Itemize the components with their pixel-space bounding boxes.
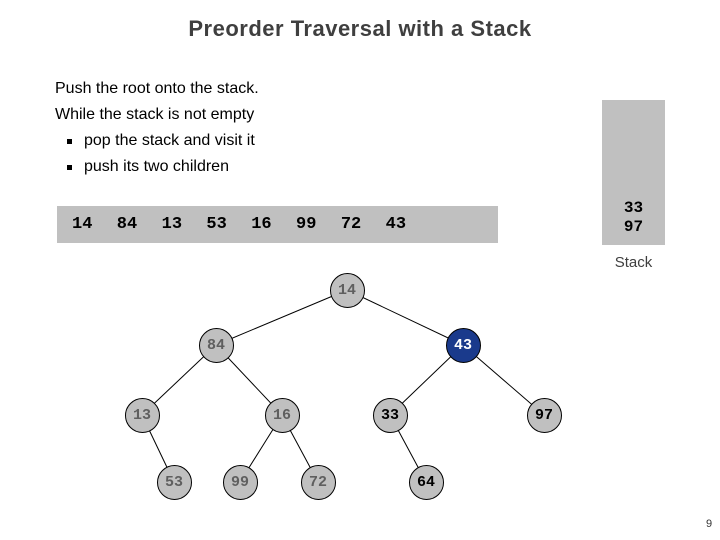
- tree-node-97: 97: [526, 397, 562, 433]
- stack-label: Stack: [614, 254, 653, 271]
- algorithm-bullet-row: push its two children: [55, 154, 259, 180]
- tree-node-16: 16: [264, 397, 300, 433]
- algorithm-line-1: Push the root onto the stack.: [55, 80, 259, 97]
- visit-sequence-text: 14 84 13 53 16 99 72 43: [72, 215, 407, 234]
- algorithm-bullet-row: pop the stack and visit it: [55, 128, 259, 154]
- bullet-square-icon: [67, 138, 72, 144]
- stack-item: 97: [623, 218, 644, 236]
- tree-node-99: 99: [222, 464, 258, 500]
- tree-node-72: 72: [300, 464, 336, 500]
- tree-edge: [346, 289, 464, 346]
- tree-node-43: 43: [445, 327, 481, 363]
- tree-edge: [215, 289, 348, 346]
- tree-node-53: 53: [156, 464, 192, 500]
- algorithm-bullet-2: push its two children: [84, 158, 229, 175]
- tree-node-33: 33: [372, 397, 408, 433]
- tree-node-13: 13: [124, 397, 160, 433]
- tree-node-84: 84: [198, 327, 234, 363]
- algorithm-bullet-1: pop the stack and visit it: [84, 132, 255, 149]
- page-number: 9: [706, 518, 713, 530]
- algorithm-text: Push the root onto the stack. While the …: [55, 76, 259, 180]
- tree-node-64: 64: [408, 464, 444, 500]
- stack-item: 33: [623, 199, 644, 217]
- tree-node-14: 14: [329, 272, 365, 308]
- slide-title: Preorder Traversal with a Stack: [188, 16, 532, 41]
- algorithm-line-2: While the stack is not empty: [55, 106, 255, 123]
- bullet-square-icon: [67, 164, 72, 170]
- visit-sequence-box: 14 84 13 53 16 99 72 43: [57, 206, 498, 243]
